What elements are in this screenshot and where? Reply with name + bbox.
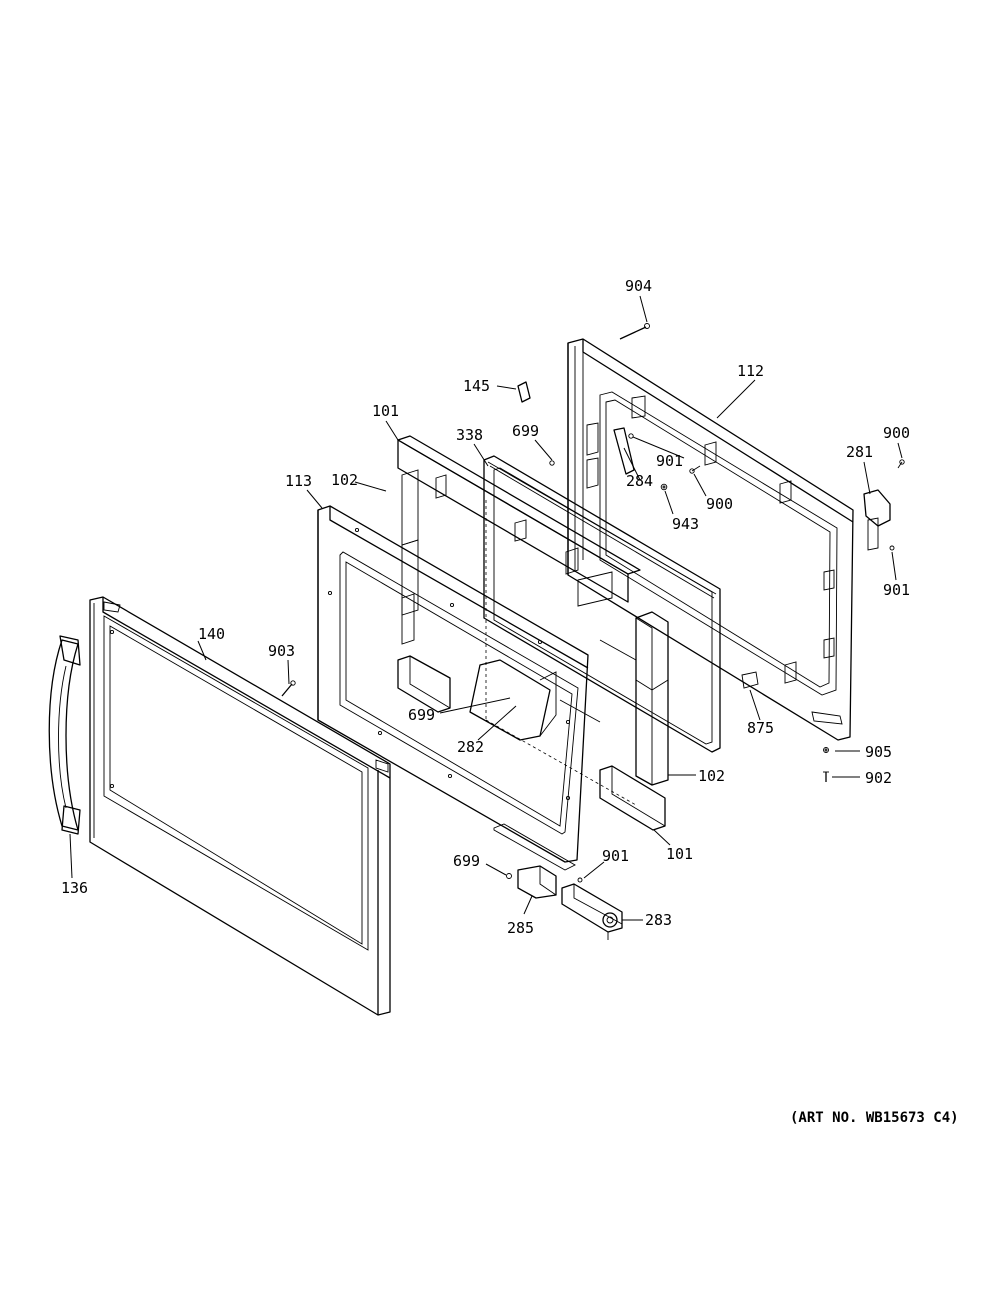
label-140: 140 (198, 625, 225, 643)
label-145: 145 (463, 377, 490, 395)
label-943: 943 (672, 515, 699, 533)
label-699: 699 (408, 706, 435, 724)
label-699: 699 (453, 852, 480, 870)
label-101: 101 (372, 402, 399, 420)
insulation-101-102 (397, 435, 669, 831)
label-282: 282 (457, 738, 484, 756)
art-number: (ART NO. WB15673 C4) (790, 1110, 959, 1126)
label-281: 281 (846, 443, 873, 461)
hinge-285 (517, 865, 557, 899)
label-901: 901 (883, 581, 910, 599)
leader-lines (69, 295, 903, 921)
label-338: 338 (456, 426, 483, 444)
label-101: 101 (666, 845, 693, 863)
label-102: 102 (331, 471, 358, 489)
label-113: 113 (285, 472, 312, 490)
label-900: 900 (706, 495, 733, 513)
inner-door-frame-113 (317, 505, 589, 871)
label-699: 699 (512, 422, 539, 440)
door-gasket-338 (483, 455, 721, 753)
label-285: 285 (507, 919, 534, 937)
label-284: 284 (626, 472, 653, 490)
label-903: 903 (268, 642, 295, 660)
label-904: 904 (625, 277, 652, 295)
label-901: 901 (602, 847, 629, 865)
label-905: 905 (865, 743, 892, 761)
hinge-bracket-283 (561, 883, 623, 940)
label-902: 902 (865, 769, 892, 787)
rear-door-frame-112 (567, 338, 854, 741)
label-283: 283 (645, 911, 672, 929)
hinge-parts (613, 427, 891, 551)
fasteners (281, 323, 905, 883)
label-136: 136 (61, 879, 88, 897)
label-901: 901 (656, 452, 683, 470)
label-875: 875 (747, 719, 774, 737)
label-900: 900 (883, 424, 910, 442)
label-112: 112 (737, 362, 764, 380)
part-labels: 904 145 112 699 338 101 901 900 281 284 … (61, 277, 910, 937)
label-102: 102 (698, 767, 725, 785)
door-handle-136 (48, 635, 81, 835)
outer-door-panel-140 (89, 596, 391, 1016)
